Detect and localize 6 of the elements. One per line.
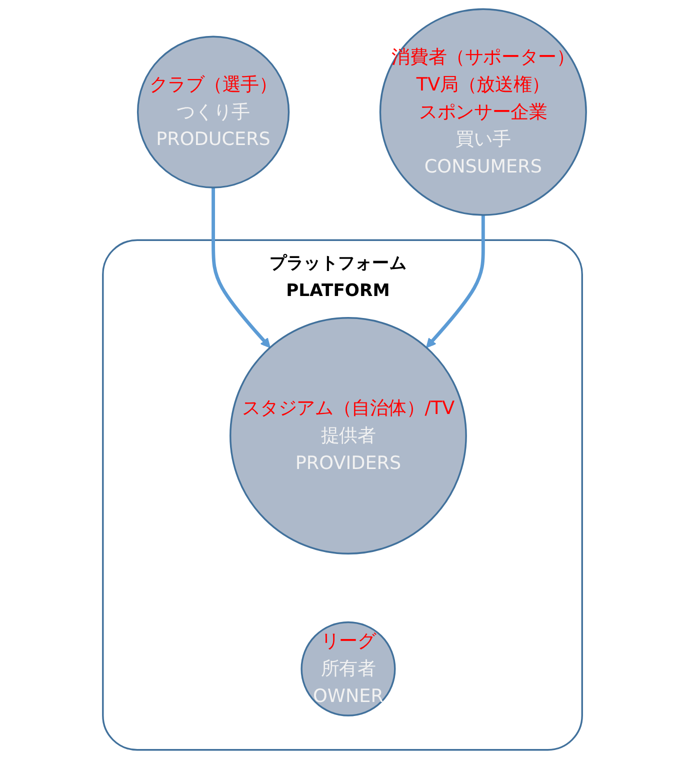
node-circle: クラブ（選手） つくり手 PRODUCERS — [136, 36, 290, 188]
node-circle: リーグ 所有者 OWNER — [300, 621, 396, 716]
node-circle: スタジアム（自治体）/TV 提供者 PROVIDERS — [230, 317, 467, 554]
arrow — [426, 215, 485, 348]
arrow — [212, 188, 270, 348]
node-circle: 消費者（サポーター） TV局（放送権） スポンサー企業 買い手 CONSUMERS — [379, 8, 587, 216]
